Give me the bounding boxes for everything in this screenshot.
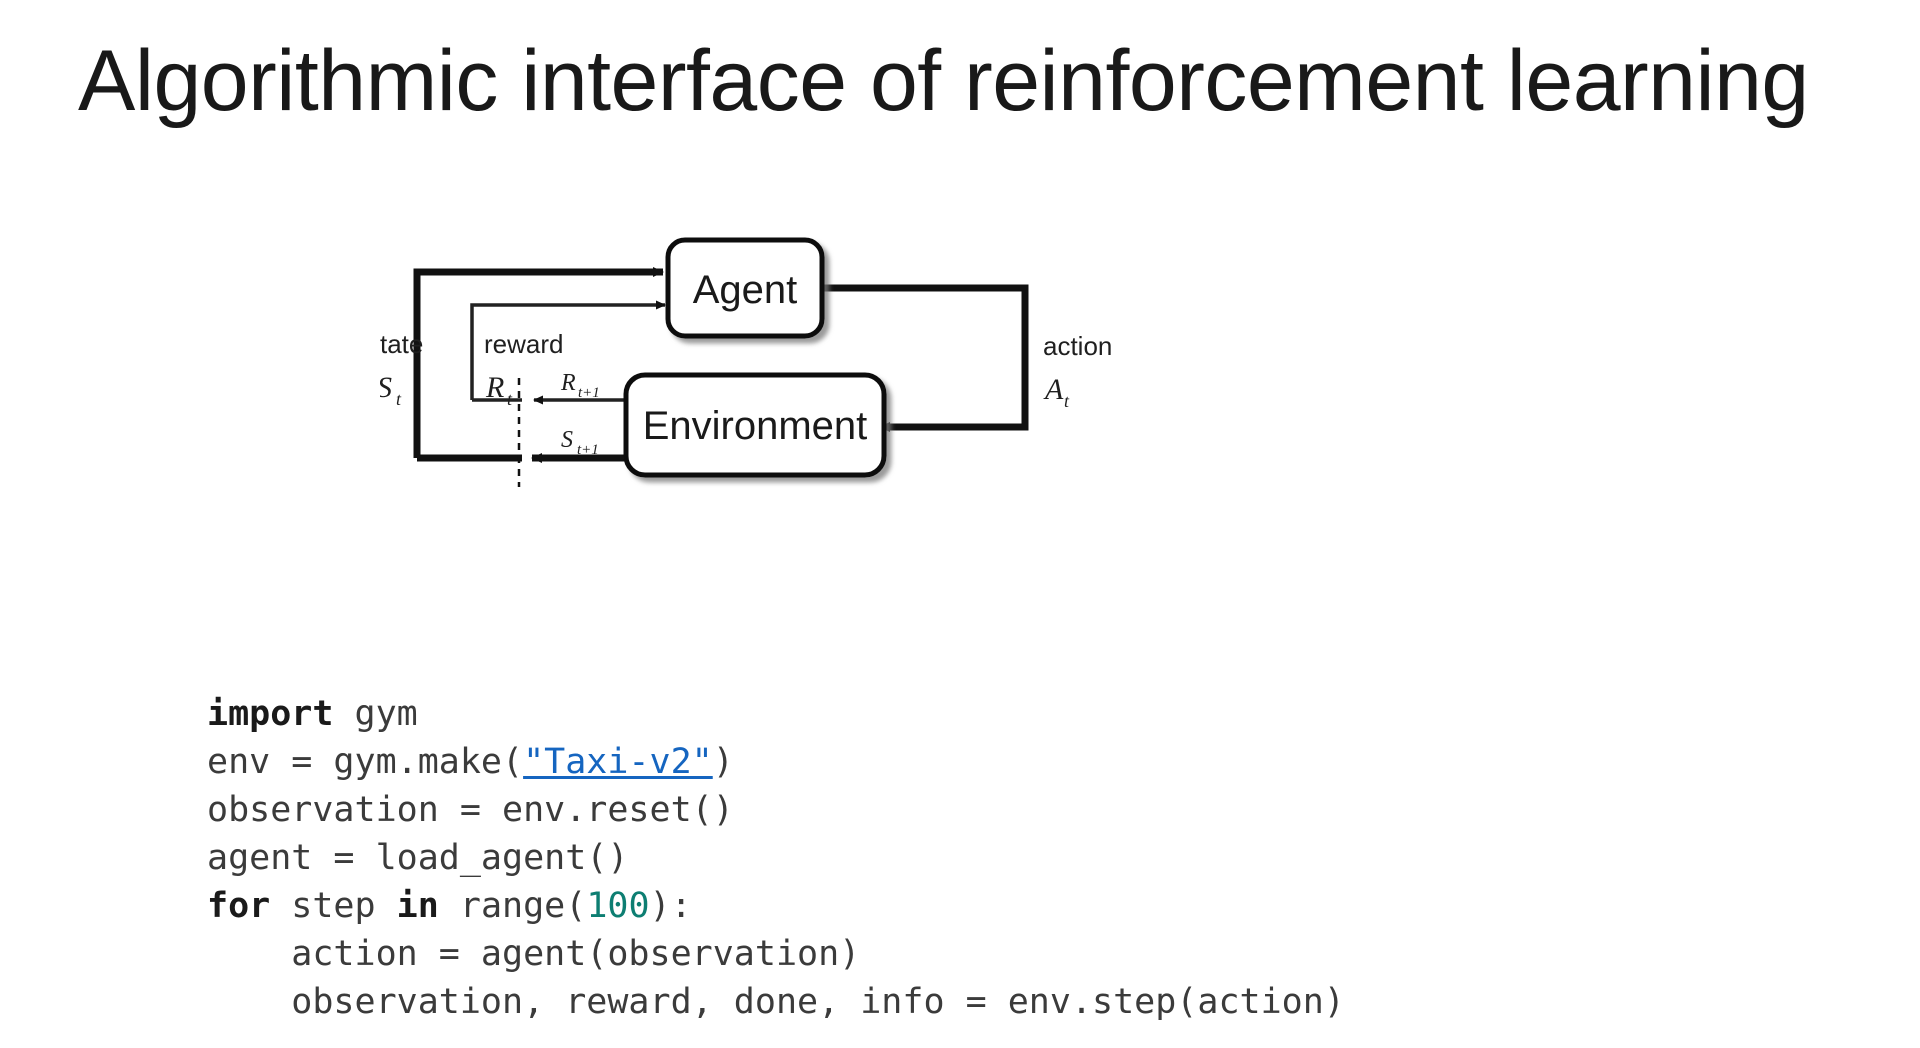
- code-text: agent = load_agent(): [207, 838, 629, 878]
- code-text: ): [712, 742, 734, 782]
- state-label-group: state S t: [380, 329, 423, 409]
- code-text: observation = env.reset(): [207, 790, 734, 830]
- code-line: action = agent(observation): [207, 930, 1345, 978]
- reward-next-symbol-subscript: t+1: [578, 385, 600, 401]
- state-label: state: [380, 329, 423, 359]
- state-next-label-group: S t+1: [561, 427, 599, 458]
- code-line: observation = env.reset(): [207, 786, 1345, 834]
- code-text: action = agent(observation): [207, 934, 861, 974]
- state-next-symbol-subscript: t+1: [577, 442, 599, 458]
- reward-next-label-group: R t+1: [560, 370, 600, 401]
- state-next-symbol: S: [561, 427, 573, 453]
- code-text: gym: [333, 694, 418, 734]
- code-number: 100: [586, 886, 650, 926]
- reward-label-group: reward R t: [484, 329, 563, 409]
- state-symbol: S: [380, 371, 392, 404]
- code-text: step: [270, 886, 397, 926]
- reward-symbol-subscript: t: [507, 389, 513, 409]
- code-text: range(: [438, 886, 587, 926]
- state-symbol-subscript: t: [396, 389, 402, 409]
- code-text: observation, reward, done, info = env.st…: [207, 982, 1345, 1022]
- reward-edge-path: [470, 300, 666, 405]
- rl-loop-diagram: Agent Environment state S t reward R t R…: [380, 215, 1500, 635]
- reward-symbol: R: [485, 371, 504, 404]
- agent-node: Agent: [665, 237, 825, 339]
- action-symbol: A: [1043, 373, 1064, 406]
- code-keyword: import: [207, 694, 334, 734]
- action-label-group: action A t: [1043, 331, 1112, 411]
- action-label: action: [1043, 331, 1112, 361]
- reward-next-symbol: R: [560, 370, 576, 396]
- env-id-link[interactable]: "Taxi-v2": [523, 742, 713, 782]
- state-edge-path: [413, 267, 664, 463]
- code-line: for step in range(100):: [207, 882, 1345, 930]
- code-line: env = gym.make("Taxi-v2"): [207, 738, 1345, 786]
- code-line: observation, reward, done, info = env.st…: [207, 978, 1345, 1026]
- code-text: env = gym.make(: [207, 742, 524, 782]
- code-text: ):: [649, 886, 692, 926]
- page-title: Algorithmic interface of reinforcement l…: [78, 33, 1809, 129]
- code-line: agent = load_agent(): [207, 834, 1345, 882]
- code-line: import gym: [207, 690, 1345, 738]
- agent-node-label: Agent: [693, 268, 798, 312]
- environment-node-label: Environment: [643, 404, 868, 448]
- code-keyword: for: [207, 886, 271, 926]
- reward-label: reward: [484, 329, 563, 359]
- code-keyword: in: [396, 886, 439, 926]
- environment-node: Environment: [623, 372, 887, 478]
- action-edge-path: [822, 284, 1029, 432]
- action-symbol-subscript: t: [1064, 391, 1070, 411]
